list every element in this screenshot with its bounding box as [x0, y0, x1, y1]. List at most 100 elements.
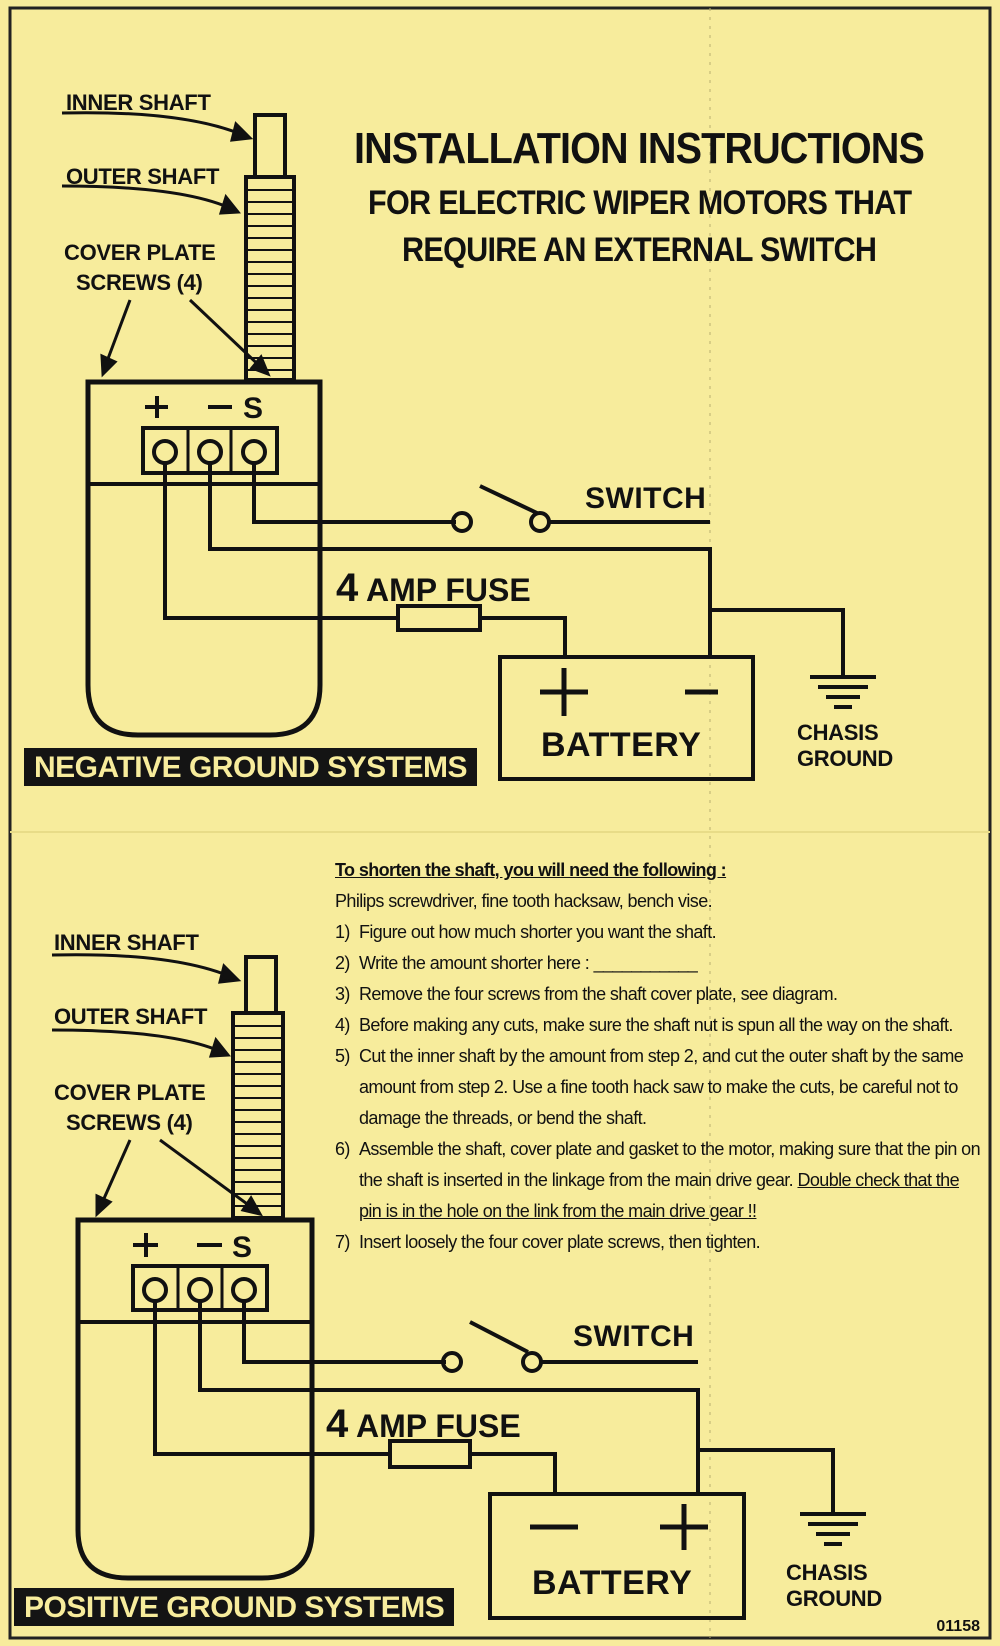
- instruction-step-continued: amount from step 2. Use a fine tooth hac…: [335, 1072, 985, 1103]
- terminal-negative: [187, 1277, 213, 1303]
- positive-ground-diagram: [51, 953, 866, 1620]
- step-text: Cut the inner shaft by the amount from s…: [359, 1046, 964, 1066]
- sheet-border: [8, 6, 992, 1640]
- wire-negative: [198, 1301, 700, 1492]
- step-number: 6): [335, 1139, 350, 1159]
- title-line-2: FOR ELECTRIC WIPER MOTORS THAT: [368, 184, 912, 222]
- instruction-step-continued: damage the threads, or bend the shaft.: [335, 1103, 985, 1134]
- wire-fuse-to-battery: [470, 1452, 557, 1492]
- step-number: 2): [335, 953, 350, 973]
- pos-terminal-s-label: S: [232, 1231, 253, 1264]
- wire-positive: [153, 1301, 390, 1456]
- instructions-tools: Philips screwdriver, fine tooth hacksaw,…: [335, 891, 713, 911]
- switch-contact-left: [441, 1351, 463, 1373]
- ground-symbol: [800, 1512, 866, 1546]
- leader-arrows: [51, 953, 263, 1218]
- negative-ground-diagram: [61, 111, 876, 781]
- terminal-switch: [231, 1277, 257, 1303]
- title-line-1: INSTALLATION INSTRUCTIONS: [354, 124, 925, 173]
- neg-terminal-s-label: S: [243, 392, 264, 425]
- outer-shaft: [244, 175, 296, 382]
- instruction-step: 2) Write the amount shorter here : ______…: [335, 948, 985, 979]
- step-number: [335, 1103, 359, 1134]
- switch-contact-right: [521, 1351, 543, 1373]
- terminal-positive: [142, 1277, 168, 1303]
- neg-cover-plate-label: COVER PLATE: [64, 240, 216, 265]
- step-emphasis: Double check that the: [797, 1170, 959, 1190]
- switch-contact-right: [529, 511, 551, 533]
- leader-arrows: [61, 111, 271, 378]
- pos-outer-shaft-label: OUTER SHAFT: [54, 1004, 208, 1029]
- step-number: 1): [335, 922, 350, 942]
- step-number: 5): [335, 1046, 350, 1066]
- neg-switch-label: SWITCH: [585, 482, 707, 515]
- pos-chasis-label: CHASIS: [786, 1560, 868, 1585]
- motor-body: [75, 1217, 315, 1581]
- title-line-3: REQUIRE AN EXTERNAL SWITCH: [402, 231, 877, 269]
- instruction-step: 1)Figure out how much shorter you want t…: [335, 917, 985, 948]
- neg-chasis-label: CHASIS: [797, 720, 879, 745]
- battery: [488, 1492, 746, 1620]
- instruction-step: 5) Cut the inner shaft by the amount from…: [335, 1041, 985, 1072]
- instruction-step-continued: pin is in the hole on the link from the …: [335, 1196, 985, 1227]
- instruction-step: 3) Remove the four screws from the shaft …: [335, 979, 985, 1010]
- outer-shaft-threads: [233, 1025, 283, 1207]
- step-number: [335, 1196, 359, 1227]
- pos-system-banner: POSITIVE GROUND SYSTEMS: [14, 1588, 455, 1626]
- neg-system-banner: NEGATIVE GROUND SYSTEMS: [24, 748, 477, 786]
- neg-fuse-label: 4 AMP FUSE: [336, 566, 531, 611]
- pos-cover-plate-label: COVER PLATE: [54, 1080, 206, 1105]
- outer-shaft: [231, 1011, 285, 1220]
- terminal-negative: [197, 439, 223, 465]
- wire-fuse-to-battery: [480, 616, 567, 655]
- neg-ground-label: GROUND: [797, 746, 893, 771]
- pos-ground-label: GROUND: [786, 1586, 882, 1611]
- step-text: the shaft is inserted in the linkage fro…: [359, 1170, 794, 1190]
- instructions: To shorten the shaft, you will need the …: [335, 855, 985, 1258]
- wire-ground: [698, 1448, 835, 1512]
- neg-fuse-number: 4: [336, 566, 359, 610]
- fuse: [396, 604, 482, 632]
- instruction-step: 7) Insert loosely the four cover plate sc…: [335, 1227, 985, 1258]
- instructions-heading: To shorten the shaft, you will need the …: [335, 860, 727, 880]
- step-text: Assemble the shaft, cover plate and gask…: [359, 1139, 981, 1159]
- wire-switch: [252, 463, 456, 524]
- wire-switch: [242, 1301, 446, 1364]
- pos-fuse-number: 4: [326, 1402, 349, 1446]
- wire-ground: [710, 608, 845, 675]
- ground-symbol: [810, 675, 876, 709]
- neg-outer-shaft-label: OUTER SHAFT: [66, 164, 220, 189]
- step-number: 4): [335, 1015, 350, 1035]
- step-text: amount from step 2. Use a fine tooth hac…: [359, 1077, 958, 1097]
- step-number: 3): [335, 984, 350, 1004]
- instruction-step: 4) Before making any cuts, make sure the …: [335, 1010, 985, 1041]
- inner-shaft: [244, 955, 278, 1015]
- terminal-switch: [241, 439, 267, 465]
- step-number: [335, 1072, 359, 1103]
- step-number: [335, 1165, 359, 1196]
- neg-inner-shaft-label: INNER SHAFT: [66, 90, 211, 115]
- step-text: Before making any cuts, make sure the sh…: [359, 1015, 953, 1035]
- step-text: pin is in the hole on the link from the …: [359, 1201, 757, 1221]
- neg-screws-label: SCREWS (4): [76, 270, 203, 295]
- fuse: [388, 1439, 472, 1469]
- pos-switch-label: SWITCH: [573, 1320, 695, 1353]
- pos-inner-shaft-label: INNER SHAFT: [54, 930, 199, 955]
- step-text: Remove the four screws from the shaft co…: [359, 984, 838, 1004]
- wire-negative: [208, 463, 712, 655]
- wire-positive: [163, 463, 398, 620]
- step-text: Insert loosely the four cover plate scre…: [359, 1232, 761, 1252]
- pos-battery-label: BATTERY: [532, 1564, 693, 1602]
- pos-fuse-text: AMP FUSE: [355, 1408, 521, 1444]
- switch-lever: [469, 1320, 529, 1354]
- step-number: 7): [335, 1232, 350, 1252]
- switch-lever: [479, 484, 538, 515]
- battery: [498, 655, 755, 781]
- instruction-step: 6) Assemble the shaft, cover plate and ga…: [335, 1134, 985, 1165]
- pos-screws-label: SCREWS (4): [66, 1110, 193, 1135]
- switch-contact-left: [451, 511, 473, 533]
- motor-body: [85, 379, 323, 738]
- step-text: Write the amount shorter here : ________…: [359, 953, 698, 973]
- part-code: 01158: [936, 1618, 980, 1635]
